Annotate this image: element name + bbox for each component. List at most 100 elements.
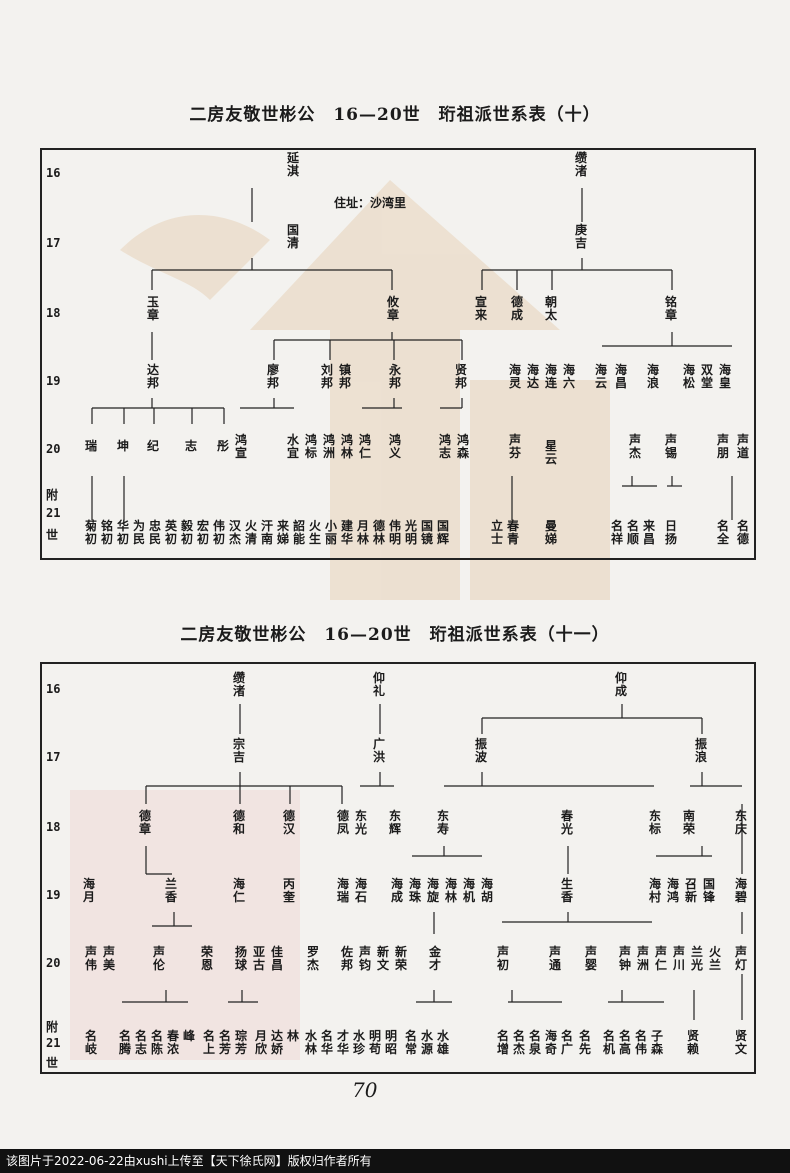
person-zi-sen: 子森 <box>650 1029 663 1056</box>
person-zuo-bang: 佐邦 <box>340 945 353 972</box>
person-shui-yuan: 水源 <box>420 1029 433 1056</box>
person-hai-hu: 海胡 <box>480 877 493 904</box>
person-ming-gou: 明苟 <box>368 1029 381 1056</box>
person-hai-chang: 海昌 <box>614 363 627 390</box>
person-yan-qi: 延淇 <box>286 151 299 178</box>
person-hai-bi: 海碧 <box>734 877 747 904</box>
person-ming-wei: 名伟 <box>634 1029 647 1056</box>
person-dong-shou: 东寿 <box>436 809 449 836</box>
person-hai-yue: 海月 <box>82 877 95 904</box>
table1-title: 二房友敬世彬公 16—20世 珩祖派世系表（十） <box>189 105 601 125</box>
gen-16b: 16 <box>46 682 61 696</box>
person-wei-ming: 伟明 <box>388 519 401 546</box>
person-zhong-min: 忠民 <box>148 519 161 546</box>
person-hong-ren: 鸿仁 <box>358 433 371 460</box>
person-xing-yun: 星云 <box>544 439 557 466</box>
person-hai-lang: 海浪 <box>646 363 659 390</box>
person-guang-ming: 光明 <box>404 519 417 546</box>
person-dong-guang: 东光 <box>354 809 367 836</box>
person-sheng-chu: 声初 <box>496 945 509 972</box>
person-sheng-xiang: 生香 <box>560 877 573 904</box>
person-hai-rui: 海瑞 <box>336 877 349 904</box>
person-ming-zhao: 明昭 <box>384 1029 397 1056</box>
person-hai-ren: 海仁 <box>232 877 245 904</box>
person-lai-di: 来娣 <box>276 519 289 546</box>
person-xian-wen: 贤文 <box>734 1029 747 1056</box>
person-yong-bang: 永邦 <box>388 363 401 390</box>
person-rong-en: 荣恩 <box>200 945 213 972</box>
person-de-zhang: 德章 <box>138 809 151 836</box>
person-dong-hui: 东辉 <box>388 809 401 836</box>
person-qian-nan: 汗南 <box>260 519 273 546</box>
person-ming-quan: 名全 <box>716 519 729 546</box>
person-da-jiao: 达娇 <box>270 1029 283 1056</box>
gen-fu: 附 <box>46 488 59 502</box>
person-hai-da: 海达 <box>526 363 539 390</box>
person-sheng-ying: 声婴 <box>584 945 597 972</box>
person-feng: 峰 <box>182 1029 195 1043</box>
person-ying-chu: 英初 <box>164 519 177 546</box>
person-zhao-neng: 詔能 <box>292 519 305 546</box>
person-liu-bang: 刘邦 <box>320 363 333 390</box>
person-kun: 坤 <box>116 439 129 453</box>
person-shui-xiong: 水雄 <box>436 1029 449 1056</box>
person-shui-lin: 水林 <box>304 1029 317 1056</box>
person-yi-chu: 毅初 <box>180 519 193 546</box>
person-chun-nong: 春浓 <box>166 1029 179 1056</box>
person-ming-xian: 名先 <box>578 1029 591 1056</box>
tree-lines-1 <box>91 188 733 520</box>
person-xuan-lai: 宣来 <box>474 295 487 322</box>
person-jin-cai: 金才 <box>428 945 441 972</box>
person-hua-chu: 华初 <box>116 519 129 546</box>
person-sheng-chuan: 声川 <box>672 945 685 972</box>
person-yang-cheng: 仰成 <box>614 671 627 698</box>
person-yang-qiu: 扬球 <box>234 945 247 972</box>
person-sheng-deng: 声灯 <box>734 945 747 972</box>
gen-shi: 世 <box>46 528 59 542</box>
person-zhen-bo: 振波 <box>474 737 487 764</box>
person-tong: 彤 <box>216 439 229 453</box>
person-sheng-fen: 声芬 <box>508 433 521 460</box>
person-shui-yi: 水宜 <box>286 433 299 460</box>
person-man-di: 曼娣 <box>544 519 557 546</box>
gen-18b: 18 <box>46 820 61 834</box>
person-guo-jing: 国镜 <box>420 519 433 546</box>
person-ming-xiang: 名祥 <box>610 519 623 546</box>
person-ming-shang: 名上 <box>202 1029 215 1056</box>
gen-shi-b: 世 <box>46 1056 59 1070</box>
person-guang-hong: 广洪 <box>372 737 385 764</box>
person-geng-ji: 庚吉 <box>574 223 587 250</box>
person-sheng-jun: 声钧 <box>358 945 371 972</box>
person-hai-lian: 海连 <box>544 363 557 390</box>
person-hai-ling: 海灵 <box>508 363 521 390</box>
person-xiao-li: 小丽 <box>324 519 337 546</box>
person-zhao-xin: 召新 <box>684 877 697 904</box>
person-yue-lin: 月林 <box>356 519 369 546</box>
person-hai-ji: 海机 <box>462 877 475 904</box>
person-hai-song: 海松 <box>682 363 695 390</box>
person-hong-sen: 鸿森 <box>456 433 469 460</box>
person-lin: 林 <box>286 1029 299 1043</box>
person-hong-biao: 鸿标 <box>304 433 317 460</box>
person-chao-tai: 朝太 <box>544 295 557 322</box>
person-liao-bang: 廖邦 <box>266 363 279 390</box>
person-ming-chang: 名常 <box>404 1029 417 1056</box>
person-ju-chu: 菊初 <box>84 519 97 546</box>
table2-title: 二房友敬世彬公 16—20世 珩祖派世系表（十一） <box>180 625 610 645</box>
person-guo-hui: 国辉 <box>436 519 449 546</box>
person-li-shi: 立士 <box>490 519 503 546</box>
person-ming-chu: 铭初 <box>100 519 113 546</box>
person-hong-zhi: 鸿志 <box>438 433 451 460</box>
person-da-bang: 达邦 <box>146 363 159 390</box>
person-hai-qi: 海奇 <box>544 1029 557 1056</box>
person-sheng-zhou: 声洲 <box>636 945 649 972</box>
person-xin-wen: 新文 <box>376 945 389 972</box>
gen-21: 21 <box>46 506 61 520</box>
person-de-he: 德和 <box>232 809 245 836</box>
person-yu-zhang: 玉章 <box>146 295 159 322</box>
person-ming-quan2: 名泉 <box>528 1029 541 1056</box>
person-cai-hua: 才华 <box>336 1029 349 1056</box>
gen-19: 19 <box>46 374 61 388</box>
gen-17b: 17 <box>46 750 61 764</box>
person-sheng-zhong: 声钟 <box>618 945 631 972</box>
